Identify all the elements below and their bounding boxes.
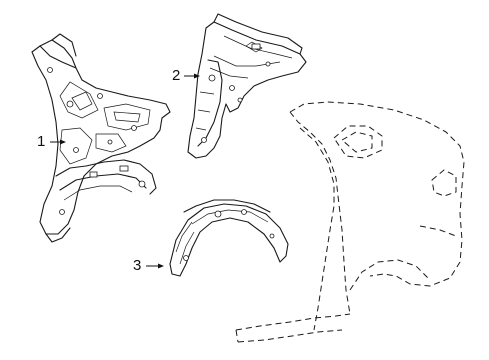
callout-3: 3 [133,257,142,274]
callout-2: 2 [172,67,181,84]
part-1-inner-panel [31,33,171,243]
callout-1: 1 [37,133,46,150]
outer-quarter-panel-phantom [235,101,465,343]
callout-leaders [50,73,200,269]
part-2-reinforcement [187,13,307,159]
arrow-2 [194,73,200,79]
part-3-wheelhouse [169,199,289,277]
arrow-3 [158,263,164,269]
arrow-1 [60,139,66,145]
